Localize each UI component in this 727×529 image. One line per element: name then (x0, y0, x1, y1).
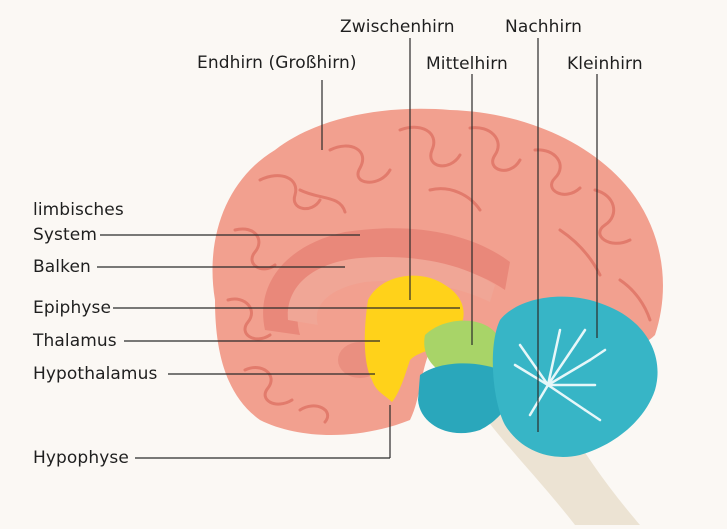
label-thalamus: Thalamus (33, 331, 117, 351)
label-zwischenhirn: Zwischenhirn (340, 17, 455, 37)
label-endhirn: Endhirn (Großhirn) (197, 53, 357, 73)
label-epiphyse: Epiphyse (33, 298, 111, 318)
label-mittelhirn: Mittelhirn (426, 54, 508, 74)
label-system: System (33, 225, 97, 245)
label-nachhirn: Nachhirn (505, 17, 582, 37)
label-limbisches: limbisches (33, 200, 124, 220)
label-hypothalamus: Hypothalamus (33, 364, 157, 384)
label-hypophyse: Hypophyse (33, 448, 129, 468)
label-balken: Balken (33, 257, 91, 277)
label-kleinhirn: Kleinhirn (567, 54, 643, 74)
